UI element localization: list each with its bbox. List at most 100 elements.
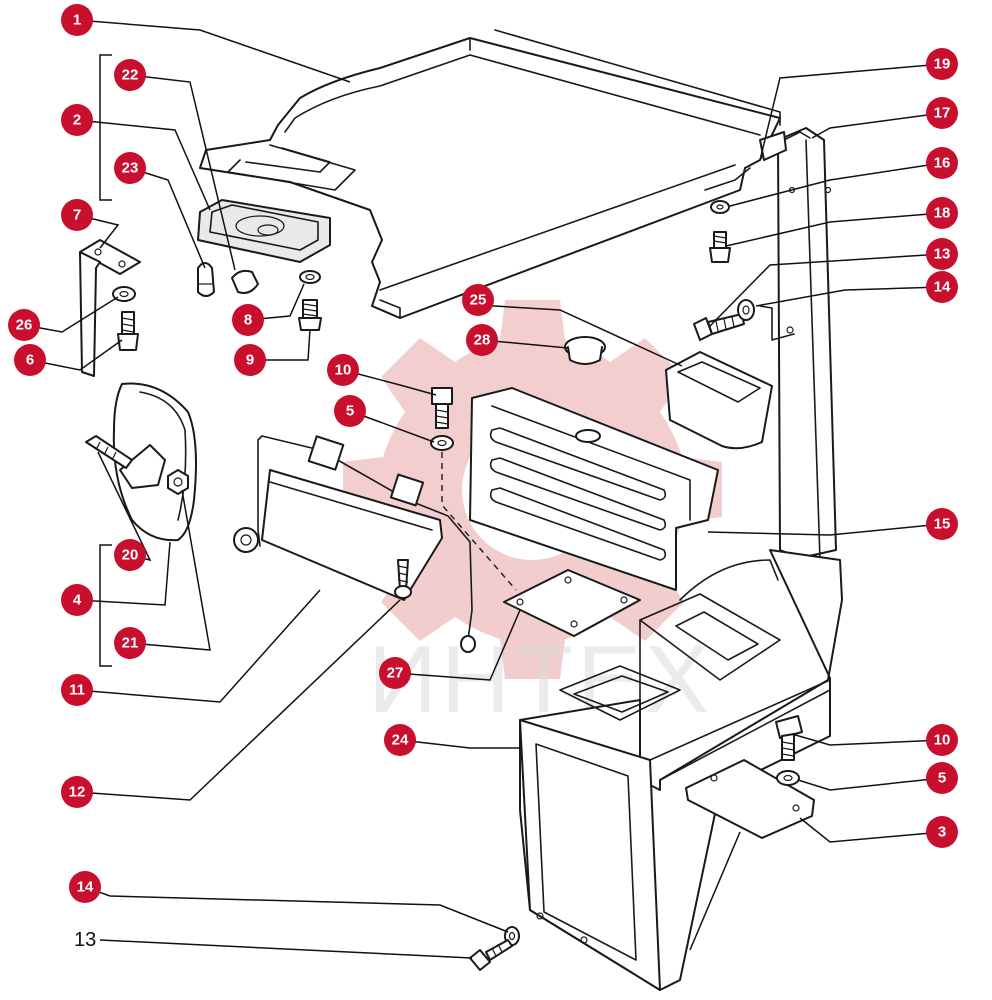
callout-20-circle: [114, 539, 146, 571]
part-1-shelf-panel: [199, 29, 781, 319]
callout-23-circle: [114, 152, 146, 184]
callout-26-circle: [8, 309, 40, 341]
callout-7-circle: [61, 199, 93, 231]
callout-23-label: 23: [122, 160, 139, 177]
part-21-nut: [167, 469, 189, 495]
callout-21: 21: [114, 627, 146, 659]
callout-2-circle: [61, 104, 93, 136]
part-27-plate: [503, 569, 641, 637]
part-20-bolt: [85, 435, 133, 469]
part-10-bolt-upper: [431, 387, 453, 429]
callout-22-circle: [114, 59, 146, 91]
callout-25-circle: [462, 284, 494, 316]
callout-4: 4: [61, 584, 93, 616]
callout-14-lower-circle: [69, 871, 101, 903]
callout-19: 19: [926, 48, 958, 80]
part-17-pillar: [777, 127, 837, 561]
callout-24: 24: [384, 724, 416, 756]
callout-14-upper: 14: [926, 271, 958, 303]
part-5-washer-lower: [776, 770, 800, 786]
part-11-visor: [233, 435, 476, 653]
callout-1-circle: [61, 4, 93, 36]
callout-18-circle: [926, 197, 958, 229]
assembly-line-14: [759, 305, 795, 341]
part-25-cup: [665, 351, 773, 450]
callout-5-lower-circle: [926, 762, 958, 794]
callout-12-label: 12: [69, 784, 86, 801]
callout-17-label: 17: [934, 105, 951, 122]
callout-20: 20: [114, 539, 146, 571]
callout-1-label: 1: [73, 12, 81, 29]
callout-11: 11: [61, 674, 93, 706]
callout-11-circle: [61, 674, 93, 706]
callout-27-label: 27: [387, 665, 404, 682]
callout-7: 7: [61, 199, 93, 231]
callout-14-lower-label: 14: [77, 879, 94, 896]
callout-27: 27: [379, 657, 411, 689]
callout-6-circle: [14, 344, 46, 376]
callout-28-circle: [466, 324, 498, 356]
part-16-washer: [710, 200, 730, 214]
callout-14-upper-label: 14: [934, 279, 951, 296]
callout-18-label: 18: [934, 205, 951, 222]
callout-25: 25: [462, 284, 494, 316]
callout-3-circle: [926, 816, 958, 848]
part-26-washer: [112, 286, 136, 302]
part-6-screw: [117, 311, 139, 351]
part-18-bolt: [709, 231, 731, 263]
callout-26-label: 26: [16, 317, 33, 334]
callout-19-circle: [926, 48, 958, 80]
callout-6: 6: [14, 344, 46, 376]
callout-15-label: 15: [934, 516, 951, 533]
part-19-bracket: [759, 131, 787, 161]
callout-9: 9: [234, 344, 266, 376]
callout-26: 26: [8, 309, 40, 341]
part-23-bulb: [197, 262, 215, 297]
callout-28-label: 28: [474, 332, 491, 349]
callout-5-upper-label: 5: [346, 403, 354, 420]
callout-8: 8: [232, 304, 264, 336]
callout-16-label: 16: [934, 155, 951, 172]
callout-10-lower: 10: [926, 724, 958, 756]
callout-5-upper: 5: [334, 395, 366, 427]
part-15-back-panel: [469, 387, 719, 591]
callout-9-circle: [234, 344, 266, 376]
callout-8-label: 8: [244, 312, 252, 329]
callout-10-lower-label: 10: [934, 732, 951, 749]
callout-2-label: 2: [73, 112, 81, 129]
callout-24-label: 24: [392, 732, 409, 749]
callouts: 1 2 22 23 7 26 6 8 9 10 5 25 28 19 17 16…: [8, 4, 958, 903]
callout-5-lower: 5: [926, 762, 958, 794]
part-10-bolt-lower: [775, 715, 803, 761]
part-14-washer-upper: [737, 299, 755, 321]
part-28-cap: [564, 336, 606, 365]
part-8-washer: [299, 270, 321, 284]
label-13-lower: 13: [74, 929, 96, 951]
callout-13-upper-label: 13: [934, 246, 951, 263]
part-13-bolt-upper: [693, 313, 745, 341]
callout-21-label: 21: [122, 635, 139, 652]
callout-16-circle: [926, 147, 958, 179]
callout-6-label: 6: [26, 352, 34, 369]
callout-19-label: 19: [934, 56, 951, 73]
part-2-lamp-housing: [197, 199, 331, 263]
callout-3: 3: [926, 816, 958, 848]
callout-14-upper-circle: [926, 271, 958, 303]
callout-14-lower: 14: [69, 871, 101, 903]
callout-10-lower-circle: [926, 724, 958, 756]
callout-10-upper: 10: [327, 354, 359, 386]
part-5-washer-upper: [430, 435, 454, 451]
callout-24-circle: [384, 724, 416, 756]
callout-27-circle: [379, 657, 411, 689]
callout-8-circle: [232, 304, 264, 336]
part-7-bracket: [79, 239, 141, 377]
callout-18: 18: [926, 197, 958, 229]
callout-15: 15: [926, 508, 958, 540]
callout-22-label: 22: [122, 67, 139, 84]
callout-2: 2: [61, 104, 93, 136]
callout-16: 16: [926, 147, 958, 179]
part-12-screw: [394, 559, 412, 599]
part-13-bolt-lower: [469, 939, 513, 971]
callout-23: 23: [114, 152, 146, 184]
